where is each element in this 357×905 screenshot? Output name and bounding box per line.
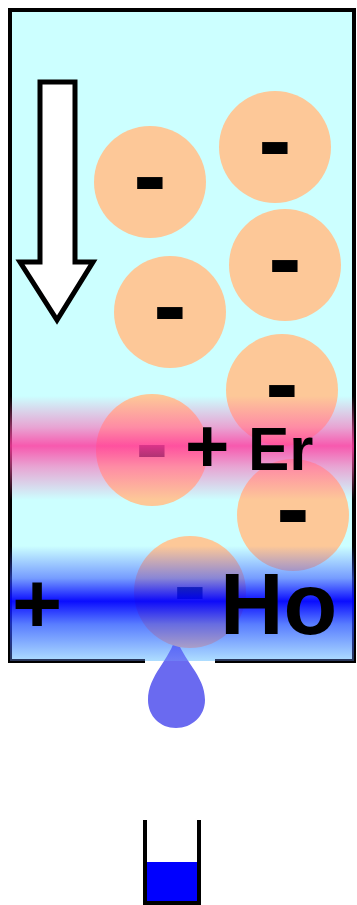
collected-fraction [145, 862, 199, 903]
collection-beaker [145, 820, 199, 903]
ion-circle: - [94, 126, 206, 238]
element-label: Ho [220, 560, 337, 648]
ion-circle: - [229, 209, 341, 321]
charge-sign: - [258, 89, 291, 189]
charge-sign: - [268, 207, 301, 307]
ion-circle: - [219, 91, 331, 203]
charge-sign: + [12, 560, 62, 646]
elution-band: + Ho [10, 546, 354, 661]
charge-sign: - [153, 254, 186, 354]
column-fill [10, 10, 354, 661]
column-wall [10, 10, 354, 661]
charge-sign: - [133, 124, 166, 224]
flow-arrow [20, 82, 93, 320]
charge-sign: + [185, 408, 229, 484]
elution-band: + Er [10, 396, 354, 500]
element-label: Er [248, 418, 313, 480]
ion-circle: - [114, 256, 226, 368]
